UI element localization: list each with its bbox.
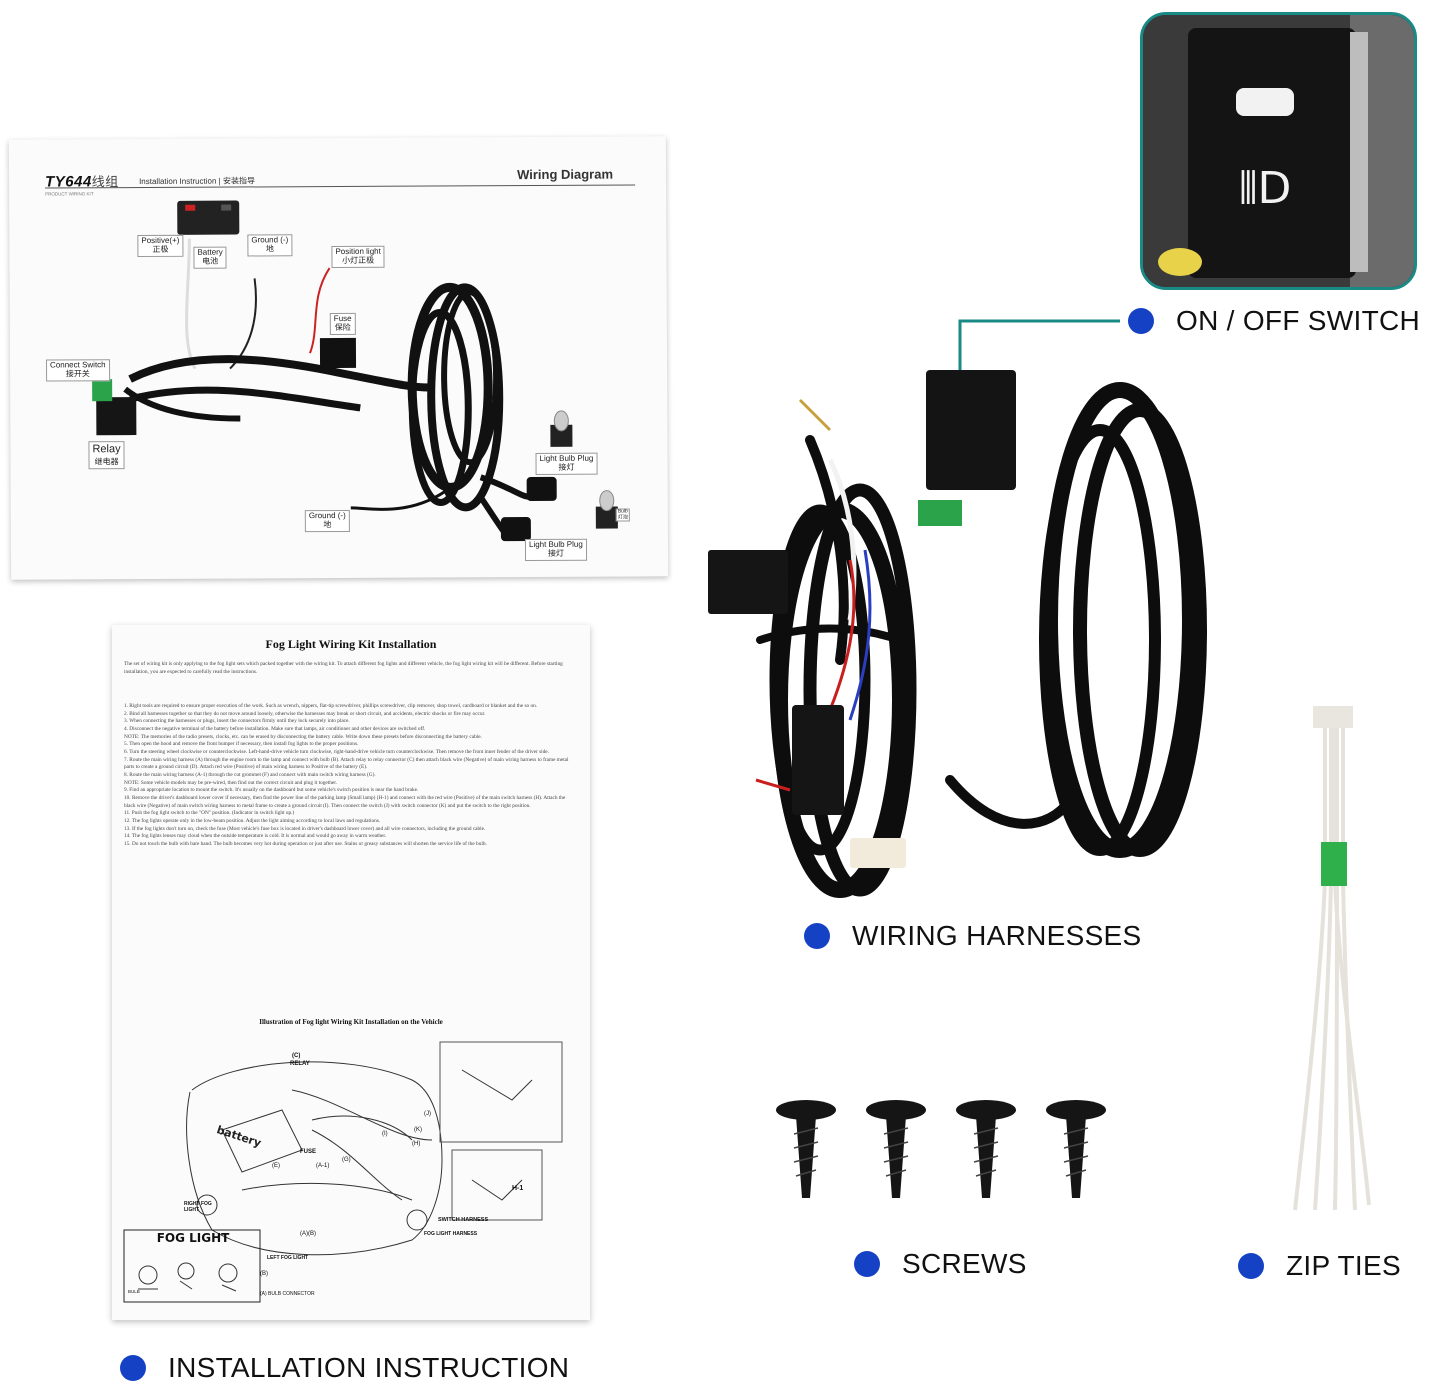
manual-step: 4. Disconnect the negative terminal of t… — [124, 726, 426, 733]
fog-light-parts-drawing — [138, 1262, 238, 1292]
manual-step: 5. Then open the hood and remove the fro… — [124, 741, 359, 748]
manual-step: 3. When connecting the harnesses or plug… — [124, 718, 350, 725]
manual-step: 13. If the fog lights don't turn on, che… — [124, 825, 486, 832]
illus-a-bulb: (A) BULB CONNECTOR — [260, 1291, 315, 1297]
manual-intro: The set of wiring kit is only applying t… — [124, 661, 563, 675]
illus-h1: H-1 — [512, 1185, 524, 1192]
wiring-harness-photo — [708, 370, 1207, 898]
illus-left-fog: LEFT FOG LIGHT — [267, 1255, 309, 1261]
switch-photo — [1143, 15, 1414, 287]
wiring-diagram-drawing — [92, 200, 618, 542]
illus-g: (G) — [342, 1157, 351, 1163]
illus-relay: RELAY — [290, 1061, 310, 1067]
illus-j: (J) — [424, 1111, 431, 1117]
illus-right-fog: RIGHT FOG LIGHT — [184, 1201, 212, 1213]
caption-switch: ON / OFF SWITCH — [1128, 305, 1420, 337]
caption-zip-ties: ZIP TIES — [1238, 1250, 1401, 1282]
manual-step: 11. Push the fog light switch to the "ON… — [124, 810, 295, 817]
fog-light-icon: ⫴D — [1239, 163, 1292, 214]
illus-a1: (A-1) — [316, 1163, 330, 1169]
manual-note: NOTE: The memories of the radio presets,… — [124, 733, 482, 740]
illus-relay-tag: (C) — [292, 1053, 301, 1059]
illus-switch-harness: SWITCH HARNESS — [438, 1217, 489, 1223]
manual-step: 1. Right tools are required to ensure pr… — [124, 703, 538, 709]
manual-steps: 1. Right tools are required to ensure pr… — [124, 703, 574, 849]
illustration-title: Illustration of Fog light Wiring Kit Ins… — [259, 1018, 443, 1026]
manual-step: 7. Route the main wiring harness (A) thr… — [124, 756, 569, 771]
illus-bulb: BULB — [128, 1289, 140, 1294]
manual-step: 6. Turn the steering wheel clockwise or … — [124, 749, 549, 756]
illus-fuse: FUSE — [300, 1149, 317, 1155]
fog-light-box-title: FOG LIGHT — [156, 1231, 230, 1245]
illus-k: (K) — [414, 1127, 422, 1133]
switch-closeup: ⫴D — [1140, 12, 1417, 290]
caption-screws: SCREWS — [854, 1248, 1027, 1280]
label-positive: Positive(+)正极 — [137, 234, 184, 257]
manual-step: 8. Route the main wiring harness (A-1) t… — [124, 772, 376, 779]
manual-title: Fog Light Wiring Kit Installation — [265, 637, 437, 651]
label-ground-2: Ground (-)地 — [304, 509, 350, 532]
bullet-dot — [854, 1251, 880, 1277]
illus-i: (I) — [382, 1131, 388, 1137]
manual-step: 2. Bind all harnesses together so that t… — [124, 710, 486, 717]
caption-harness: WIRING HARNESSES — [804, 920, 1142, 952]
illus-fog-harness: FOG LIGHT HARNESS — [424, 1231, 478, 1237]
manual-step: 10. Remove the driver's dashboard lower … — [124, 795, 566, 809]
screws-photo — [776, 1100, 1106, 1198]
manual-note: NOTE: Some vehicle models may be pre-wir… — [124, 779, 337, 786]
illus-ab: (A)(B) — [300, 1231, 316, 1237]
vehicle-illustration — [123, 1041, 563, 1303]
bullet-dot — [1238, 1253, 1264, 1279]
illus-b: (B) — [260, 1271, 268, 1277]
illus-h: (H) — [412, 1141, 421, 1147]
manual-step: 9. Find an appropriate location to mount… — [124, 787, 419, 794]
zip-ties-photo — [1293, 706, 1371, 1211]
manual-step: 14. The fog lights lenses may cloud when… — [124, 833, 387, 840]
bullet-dot — [120, 1355, 146, 1381]
bullet-dot — [1128, 308, 1154, 334]
caption-instruction: INSTALLATION INSTRUCTION — [120, 1352, 569, 1384]
manual-step: 15. Do not touch the bulb with bare hand… — [124, 841, 487, 848]
label-ground: Ground (-)地 — [247, 234, 293, 257]
bullet-dot — [804, 923, 830, 949]
instruction-sheet: Fog Light Wiring Kit Installation The se… — [112, 625, 590, 1320]
wiring-diagram-sheet: TY644线组 Installation Instruction | 安装指导 … — [8, 136, 669, 580]
manual-step: 12. The fog lights operate only in the l… — [124, 818, 381, 825]
illus-e: (E) — [272, 1163, 280, 1169]
